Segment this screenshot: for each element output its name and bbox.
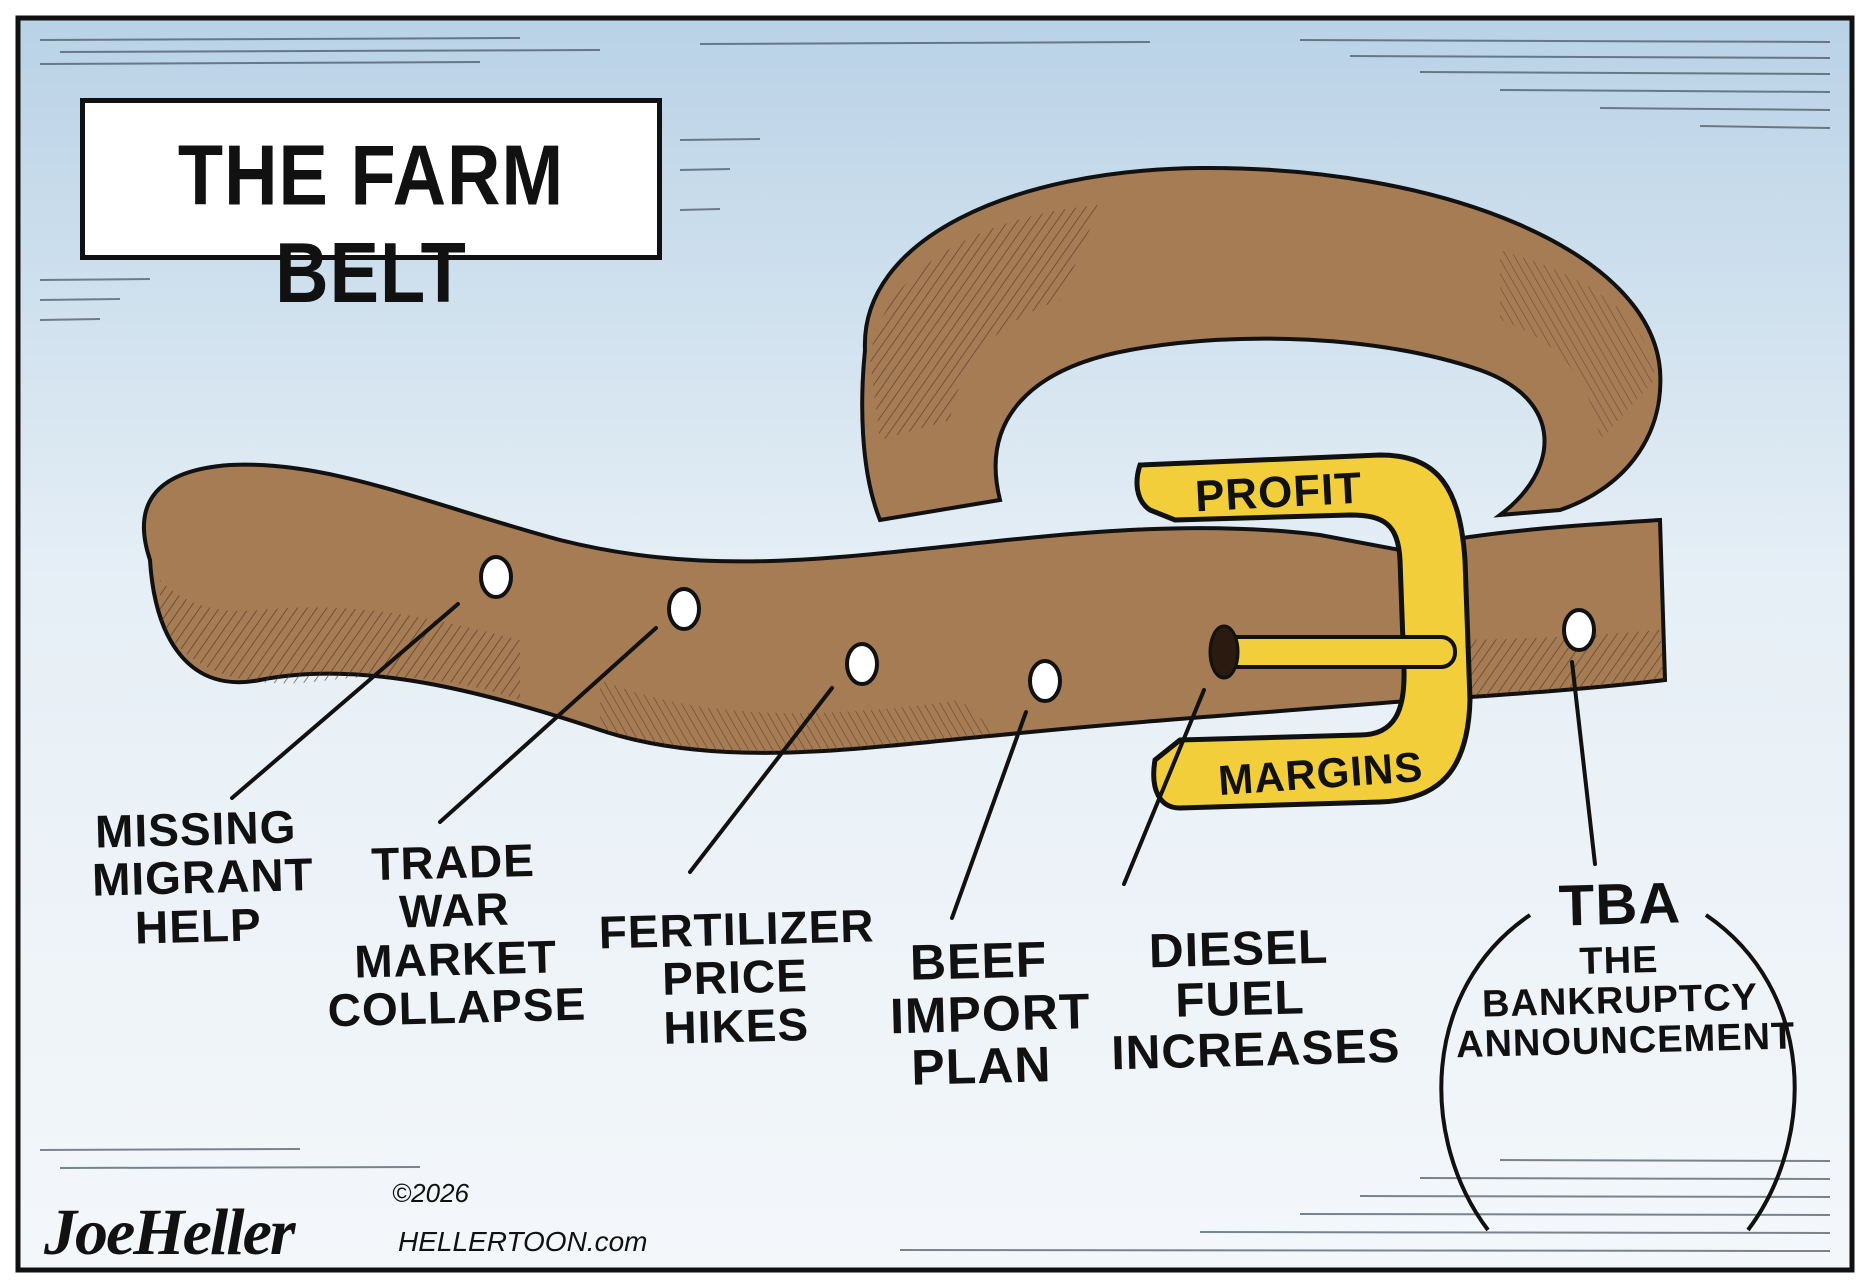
label-tba: TBA bbox=[1558, 870, 1682, 939]
artist-signature: JoeHeller bbox=[44, 1196, 296, 1269]
pointer-line-1 bbox=[230, 602, 460, 800]
label-bankruptcy-announcement: THE BANKRUPTCY ANNOUNCEMENT bbox=[1455, 938, 1796, 1067]
label-missing-migrant-help: MISSING MIGRANT HELP bbox=[91, 800, 315, 954]
buckle-label-top: PROFIT bbox=[1193, 463, 1364, 522]
pointer-lines bbox=[230, 602, 1597, 920]
buckle-prong bbox=[1213, 635, 1457, 669]
pointer-line-3 bbox=[688, 686, 834, 874]
pointer-line-2 bbox=[438, 626, 658, 824]
label-trade-war-market-collapse: TRADE WAR MARKET COLLAPSE bbox=[327, 833, 587, 1037]
copyright-year: ©2026 bbox=[392, 1178, 469, 1208]
belt-hole-1 bbox=[479, 555, 513, 599]
label-fertilizer-price-hikes: FERTILIZER PRICE HIKES bbox=[598, 899, 876, 1054]
label-beef-import-plan: BEEF IMPORT PLAN bbox=[889, 931, 1092, 1096]
cartoon-title: THE FARM BELT bbox=[177, 127, 565, 321]
pointer-line-6 bbox=[1570, 660, 1597, 866]
label-diesel-fuel-increases: DIESEL FUEL INCREASES bbox=[1110, 920, 1402, 1081]
artist-website: HELLERTOON.com bbox=[398, 1226, 648, 1257]
paren-right bbox=[1704, 913, 1797, 1232]
background-strokes bbox=[39, 37, 1831, 1252]
belt-hole-3 bbox=[845, 642, 879, 686]
pointer-line-5 bbox=[1122, 688, 1206, 886]
paren-left bbox=[1439, 913, 1532, 1232]
belt-hole-5 bbox=[1562, 608, 1596, 652]
belt-holes bbox=[479, 555, 1596, 703]
title-box: THE FARM BELT bbox=[80, 98, 662, 321]
pointer-line-4 bbox=[950, 710, 1028, 920]
belt-hole-4 bbox=[1028, 659, 1062, 703]
belt-hole-2 bbox=[667, 587, 701, 631]
